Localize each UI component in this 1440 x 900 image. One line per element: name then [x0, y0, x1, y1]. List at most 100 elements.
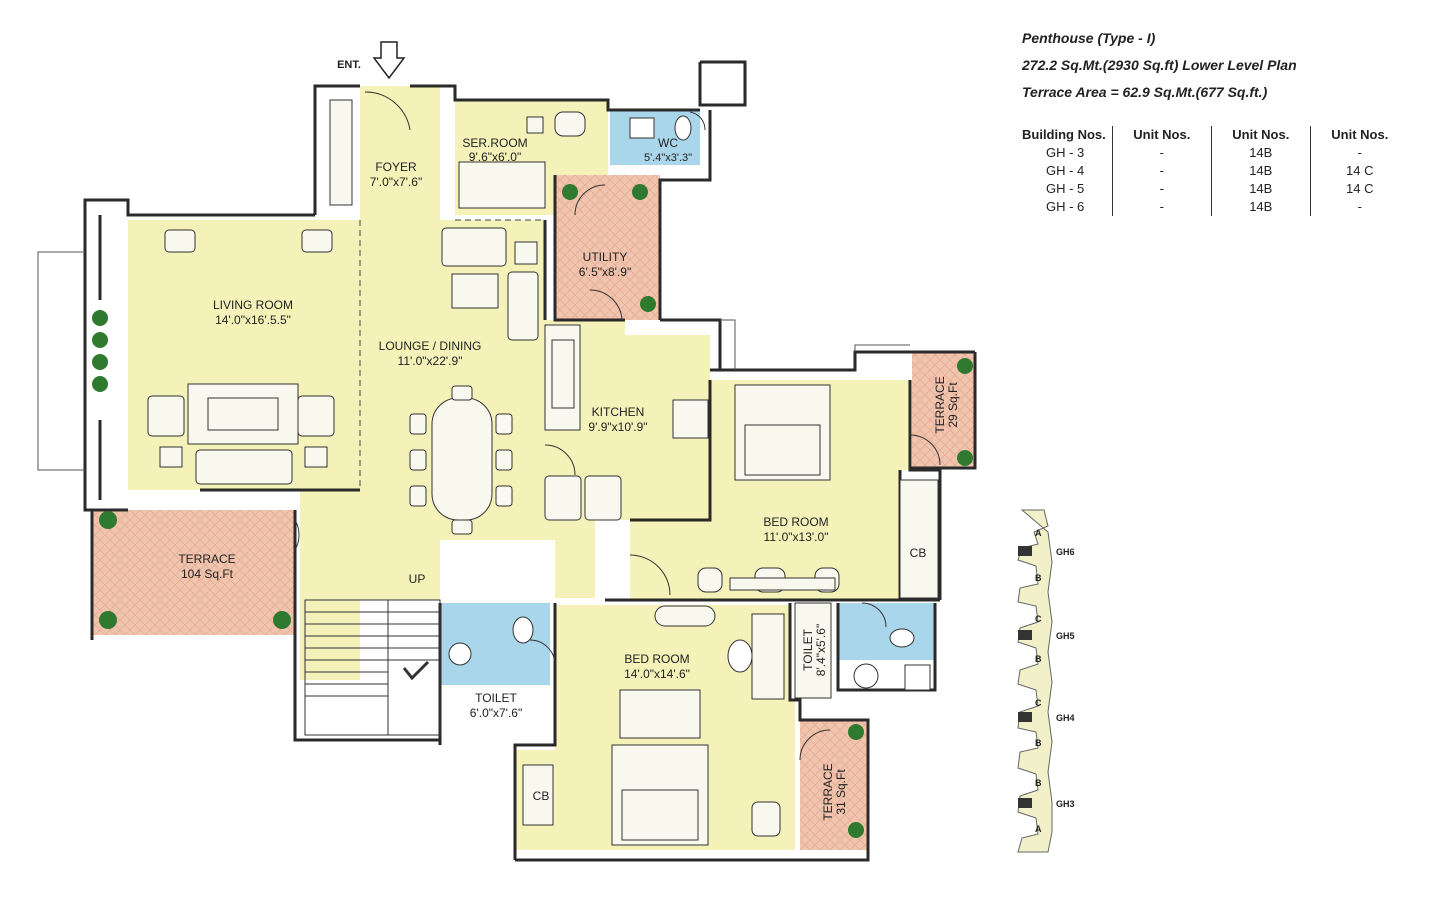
room-name-toilet: TOILET	[475, 691, 517, 705]
room-name-wc: WC	[658, 136, 678, 150]
room-dims-wc: 5'.4"x3'.3"	[644, 152, 692, 164]
table-cell: -	[1111, 162, 1212, 180]
svg-text:TERRACE: TERRACE	[821, 763, 835, 820]
room-labels: FOYER 7'.0"x7'.6" SER.ROOM 9'.6"x6'.0" W…	[178, 59, 960, 821]
key-block-label: GH5	[1056, 631, 1075, 641]
table-cell: GH - 5	[1046, 181, 1085, 196]
svg-text:9'.6"x6'.0": 9'.6"x6'.0"	[469, 150, 521, 164]
svg-text:TERRACE: TERRACE	[178, 552, 235, 566]
svg-text:29 Sq.Ft: 29 Sq.Ft	[946, 382, 960, 428]
table-row: GH - 4 - 14B 14 C	[1016, 162, 1409, 180]
bedroom-right-area	[630, 380, 910, 600]
svg-text:WC: WC	[658, 136, 678, 150]
svg-text:TOILET: TOILET	[475, 691, 517, 705]
table-row: GH - 6 - 14B -	[1016, 198, 1409, 216]
room-name-terrace: TERRACE	[933, 376, 947, 433]
svg-text:6'.5"x8'.9": 6'.5"x8'.9"	[579, 265, 631, 279]
utility-area	[555, 175, 660, 320]
key-block-label: GH3	[1056, 799, 1075, 809]
room-dims-terrace: 29 Sq.Ft	[946, 382, 960, 428]
room-name-living: LIVING ROOM	[213, 298, 293, 312]
table-header-unit: Unit Nos.	[1210, 126, 1311, 144]
entrance-arrow-icon	[372, 41, 406, 80]
svg-text:14'.0"x16'.5.5": 14'.0"x16'.5.5"	[215, 313, 291, 327]
svg-text:LIVING ROOM: LIVING ROOM	[213, 298, 293, 312]
svg-text:SER.ROOM: SER.ROOM	[462, 136, 527, 150]
svg-text:6'.0"x7'.6": 6'.0"x7'.6"	[470, 706, 522, 720]
room-name-utility: UTILITY	[583, 250, 628, 264]
table-cell: 14B	[1210, 162, 1311, 180]
table-cell: GH - 4	[1046, 163, 1085, 178]
plant-icon	[92, 310, 108, 326]
svg-text:TOILET: TOILET	[801, 628, 815, 670]
room-dims-living: 14'.0"x16'.5.5"	[215, 313, 291, 327]
room-name-service: SER.ROOM	[462, 136, 527, 150]
terrace-left-area	[92, 510, 295, 635]
table-cell: 14 C	[1309, 162, 1409, 180]
lounge-dining-area	[300, 86, 630, 680]
stairs-up-label: UP	[409, 572, 426, 586]
terrace-right-bottom-area	[800, 720, 868, 850]
furniture	[147, 99, 939, 846]
plant-icon	[848, 724, 864, 740]
table-cell: -	[1111, 198, 1212, 216]
cupboard-label: CB	[910, 546, 927, 560]
table-cell: 14B	[1210, 180, 1311, 198]
svg-text:5'.4"x3'.3": 5'.4"x3'.3"	[644, 152, 692, 164]
svg-text:LOUNGE / DINING: LOUNGE / DINING	[379, 339, 482, 353]
room-dims-kitchen: 9'.9"x10'.9"	[588, 420, 647, 434]
floor-plan: FOYER 7'.0"x7'.6" SER.ROOM 9'.6"x6'.0" W…	[37, 41, 977, 862]
key-unit-label: B	[1035, 778, 1042, 788]
staircase	[304, 599, 441, 736]
table-cell: -	[1309, 144, 1409, 162]
cupboard-label: CB	[533, 789, 550, 803]
svg-text:CB: CB	[910, 546, 927, 560]
plant-icon	[562, 184, 578, 200]
room-dims-terrace: 31 Sq.Ft	[834, 769, 848, 815]
room-name-lounge: LOUNGE / DINING	[379, 339, 482, 353]
svg-text:104 Sq.Ft: 104 Sq.Ft	[181, 567, 234, 581]
table-cell: -	[1309, 198, 1409, 216]
terrace-area: Terrace Area = 62.9 Sq.Mt.(677 Sq.ft.)	[1022, 84, 1268, 100]
table-row: GH - 3 - 14B -	[1016, 144, 1409, 162]
plant-icon	[92, 354, 108, 370]
room-dims-service: 9'.6"x6'.0"	[469, 150, 521, 164]
room-dims-bedroom: 14'.0"x14'.6"	[624, 667, 690, 681]
svg-text:FOYER: FOYER	[375, 160, 417, 174]
room-dims-bedroom: 11'.0"x13'.0"	[764, 530, 829, 544]
room-name-bedroom: BED ROOM	[763, 515, 828, 529]
svg-text:11'.0"x22'.9": 11'.0"x22'.9"	[398, 354, 463, 368]
svg-text:9'.9"x10'.9": 9'.9"x10'.9"	[588, 420, 647, 434]
room-dims-lounge: 11'.0"x22'.9"	[398, 354, 463, 368]
plant-icon	[99, 511, 117, 529]
key-unit-label: C	[1035, 614, 1042, 624]
kitchen-area	[545, 320, 710, 520]
svg-text:BED ROOM: BED ROOM	[763, 515, 828, 529]
svg-text:7'.0"x7'.6": 7'.0"x7'.6"	[370, 175, 422, 189]
plant-icon	[99, 611, 117, 629]
table-cell: -	[1111, 144, 1212, 162]
table-row: GH - 5 - 14B 14 C	[1016, 180, 1409, 198]
table-cell: GH - 3	[1046, 145, 1085, 160]
window-lines	[37, 251, 910, 471]
door-swings	[294, 91, 941, 761]
key-unit-label: B	[1035, 654, 1042, 664]
room-name-terrace: TERRACE	[821, 763, 835, 820]
svg-text:11'.0"x13'.0": 11'.0"x13'.0"	[764, 530, 829, 544]
svg-text:BED ROOM: BED ROOM	[624, 652, 689, 666]
key-unit-label: A	[1035, 528, 1042, 538]
room-fills	[92, 86, 975, 850]
room-dims-toilet: 6'.0"x7'.6"	[470, 706, 522, 720]
plant-icon	[957, 358, 973, 374]
key-unit-label: B	[1035, 738, 1042, 748]
svg-text:UP: UP	[409, 572, 426, 586]
plant-icons	[92, 184, 973, 838]
table-cell: GH - 6	[1046, 199, 1085, 214]
key-plan: GH6 GH5 GH4 GH3 A B C B C B B A	[1017, 509, 1075, 853]
table-header-unit: Unit Nos.	[1309, 126, 1409, 144]
room-name-kitchen: KITCHEN	[592, 405, 645, 419]
svg-text:UTILITY: UTILITY	[583, 250, 628, 264]
key-block-label: GH6	[1056, 547, 1075, 557]
foyer-area	[360, 86, 440, 220]
plant-icon	[632, 184, 648, 200]
